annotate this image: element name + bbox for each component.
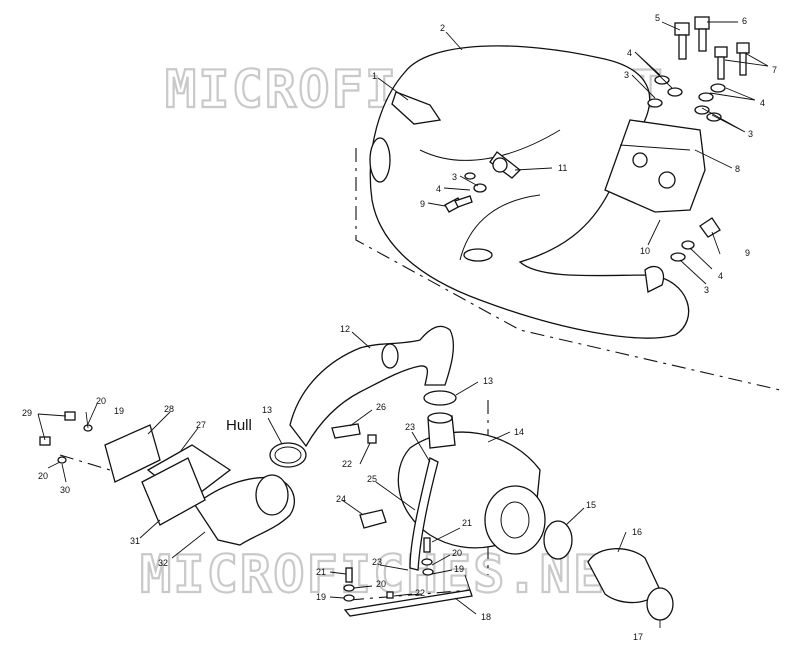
callout-12: 12 (340, 324, 350, 334)
mount-tab (644, 265, 665, 293)
callout-27: 27 (196, 420, 206, 430)
callout-20-c: 20 (96, 396, 106, 406)
ref-line-upper (355, 148, 781, 391)
inlet-pipe-1 (391, 91, 442, 125)
callout-3-b: 3 (748, 129, 753, 139)
exhaust-manifold (604, 119, 706, 213)
callout-17: 17 (633, 632, 643, 642)
callout-32: 32 (158, 558, 168, 568)
callout-19-b: 19 (316, 592, 326, 602)
clamp-13-b (423, 390, 457, 406)
callout-22-b: 22 (415, 588, 425, 598)
callout-4-c: 4 (436, 184, 441, 194)
callout-5: 5 (655, 13, 660, 23)
callout-3-a: 3 (624, 70, 629, 80)
callout-21-a: 21 (462, 518, 472, 528)
callout-15: 15 (586, 500, 596, 510)
bolts-29-30 (39, 411, 93, 464)
bolt-5 (674, 22, 690, 60)
callout-24: 24 (336, 494, 346, 504)
gasket-31 (141, 457, 206, 526)
strap-25 (409, 457, 439, 571)
callout-16: 16 (632, 527, 642, 537)
callout-21-b: 21 (316, 567, 326, 577)
callout-6: 6 (742, 16, 747, 26)
exhaust-hose-12 (289, 325, 454, 448)
callout-10: 10 (640, 246, 650, 256)
hull-label: Hull (226, 417, 252, 434)
water-fitting-11 (489, 151, 521, 179)
callout-19-c: 19 (114, 406, 124, 416)
callout-11: 11 (558, 163, 567, 173)
callout-13-b: 13 (483, 376, 493, 386)
clamp-15 (543, 520, 573, 560)
callouts: 1 2 5 6 7 4 3 4 3 8 11 3 4 9 10 9 4 3 12… (22, 13, 777, 642)
callout-3-c: 3 (452, 172, 457, 182)
callout-18: 18 (481, 612, 491, 622)
block-24 (359, 509, 387, 529)
bolts-7 (714, 42, 750, 80)
clamp-17 (646, 587, 674, 621)
clamp-13-a (269, 442, 307, 468)
callout-23-a: 23 (405, 422, 415, 432)
callout-25: 25 (367, 474, 377, 484)
callout-31: 31 (130, 536, 140, 546)
bolt-9 (444, 195, 721, 238)
callout-9-b: 9 (745, 248, 750, 258)
callout-29: 29 (22, 408, 32, 418)
callout-13-a: 13 (262, 405, 272, 415)
callout-28: 28 (164, 404, 174, 414)
callout-2: 2 (440, 23, 445, 33)
washers-3-4 (464, 75, 726, 262)
callout-9-a: 9 (420, 199, 425, 209)
callout-14: 14 (514, 427, 524, 437)
callout-3-d: 3 (704, 285, 709, 295)
callout-20-a: 20 (452, 548, 462, 558)
callout-19-a: 19 (454, 564, 464, 574)
callout-1: 1 (372, 71, 377, 81)
bolt-6 (694, 16, 710, 52)
bracket-18 (343, 574, 473, 617)
ref-line-left (59, 454, 111, 471)
callout-4-a: 4 (627, 48, 632, 58)
leader-lines (37, 21, 769, 628)
callout-4-b: 4 (760, 98, 765, 108)
expansion-chamber (369, 45, 690, 339)
callout-20-b: 20 (376, 579, 386, 589)
callout-4-d: 4 (718, 271, 723, 281)
callout-8: 8 (735, 164, 740, 174)
callout-23-b: 23 (372, 557, 382, 567)
callout-30: 30 (60, 485, 70, 495)
plate-28 (104, 424, 161, 483)
callout-22-a: 22 (342, 459, 352, 469)
callout-20-d: 20 (38, 471, 48, 481)
callout-26: 26 (376, 402, 386, 412)
inlet-elbow-32 (194, 474, 295, 546)
callout-7: 7 (772, 65, 777, 75)
bracket-26 (331, 423, 361, 439)
